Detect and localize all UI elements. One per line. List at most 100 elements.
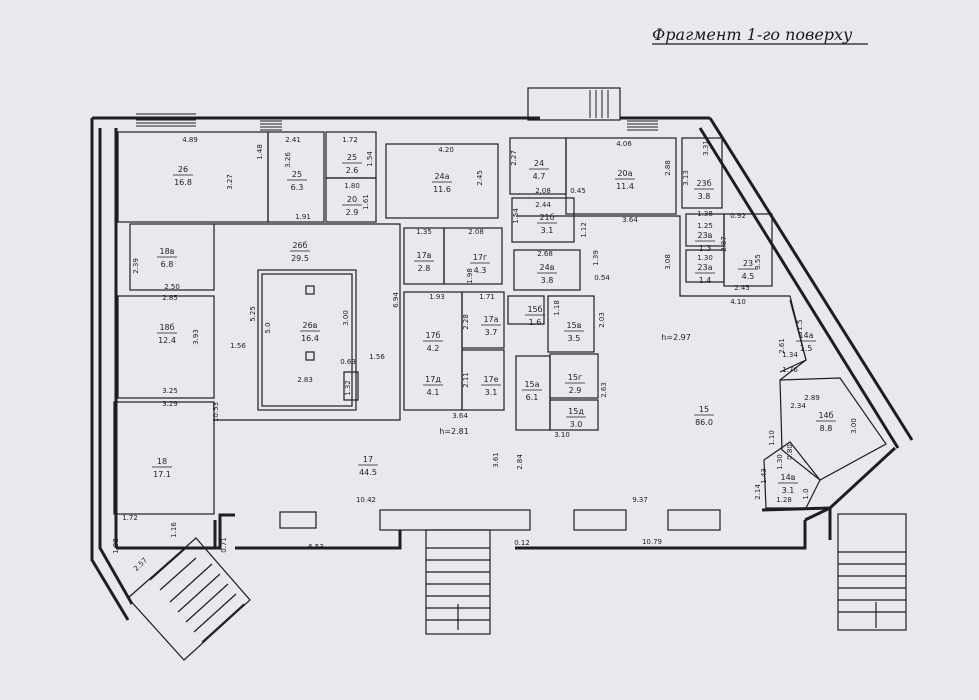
dimension-label: 2.11 xyxy=(462,372,470,388)
room-area: 16.4 xyxy=(301,334,319,343)
dimension-label: 1.12 xyxy=(580,222,588,238)
dimension-label: 1.35 xyxy=(416,228,432,236)
room-number: 24а xyxy=(434,172,449,181)
dimension-label: 2.61 xyxy=(778,338,786,354)
dimension-label: 3.10 xyxy=(554,431,570,439)
dimension-label: 1.28 xyxy=(776,496,792,504)
room-area: 3.1 xyxy=(485,388,498,397)
dimension-label: 3.26 xyxy=(284,152,292,168)
dimension-label: 10.79 xyxy=(642,538,662,546)
dimension-label: 6.53 xyxy=(308,543,324,551)
room-number: 15д xyxy=(568,407,584,416)
room-area: 2.9 xyxy=(569,386,582,395)
room-area: 3.1 xyxy=(782,486,795,495)
dimension-label: 10.53 xyxy=(212,402,220,422)
dimension-label: 1.56 xyxy=(230,342,246,350)
dimension-label: 2.08 xyxy=(535,187,551,195)
dimension-label: 3.08 xyxy=(664,254,672,270)
dimension-label: 3.00 xyxy=(850,418,858,434)
dimension-label: 3.13 xyxy=(682,170,690,186)
dimension-label: 3.25 xyxy=(162,387,178,395)
dimension-label: 4.10 xyxy=(730,298,746,306)
room-number: 18в xyxy=(160,247,175,256)
dimension-label: 1.72 xyxy=(342,136,358,144)
room-number: 15б xyxy=(527,305,542,314)
room-area: 6.3 xyxy=(291,183,304,192)
dimension-label: 3.00 xyxy=(342,310,350,326)
room-area: 29.5 xyxy=(291,254,309,263)
dimension-label: 2.27 xyxy=(510,150,518,166)
room-number: 24в xyxy=(540,263,555,272)
dimension-label: 3.64 xyxy=(452,412,468,420)
dimension-label: 1.54 xyxy=(366,151,374,167)
room-number: 15в xyxy=(567,321,582,330)
room-area: 4.3 xyxy=(474,266,487,275)
room-number: 17е xyxy=(483,375,498,384)
room-number: 26б xyxy=(292,241,307,250)
dimension-label: 1.43 xyxy=(760,468,768,484)
dimension-label: 1.38 xyxy=(697,210,713,218)
dimension-label: 2.39 xyxy=(132,258,140,274)
dimension-label: 1.91 xyxy=(295,213,311,221)
dimension-label: 5.0 xyxy=(264,322,272,333)
room-number: 23а xyxy=(697,263,712,272)
dimension-label: 0.92 xyxy=(730,212,746,220)
dimension-label: 1.10 xyxy=(768,430,776,446)
dimension-label: 3.64 xyxy=(622,216,638,224)
room-number: 17в xyxy=(417,251,432,260)
room-area: 86.0 xyxy=(695,418,713,427)
dimension-label: 1.93 xyxy=(429,293,445,301)
dimension-label: 4.06 xyxy=(616,140,632,148)
dimension-label: 1.38 xyxy=(112,538,120,554)
room-number: 15г xyxy=(568,373,582,382)
room-number: 14в xyxy=(781,473,796,482)
dimension-label: 2.87 xyxy=(720,236,728,252)
room-number: 17б xyxy=(425,331,440,340)
dimension-label: 1.34 xyxy=(782,351,798,359)
room-number: 14а xyxy=(798,331,813,340)
dimension-label: 1.80 xyxy=(344,182,360,190)
dimension-label: 3.93 xyxy=(192,329,200,345)
room-area: 3.8 xyxy=(698,192,711,201)
room-area: 11.4 xyxy=(616,182,634,191)
dimension-label: 1.72 xyxy=(122,514,138,522)
dimension-label: 9.37 xyxy=(632,496,648,504)
dimension-label: 1.30 xyxy=(697,254,713,262)
room-area: 11.6 xyxy=(433,185,451,194)
dimension-label: 0.12 xyxy=(514,539,530,547)
dimension-label: 3.61 xyxy=(492,452,500,468)
room-area: 4.5 xyxy=(742,272,755,281)
room-area: 1.5 xyxy=(800,344,813,353)
dimension-label: 2.41 xyxy=(285,136,301,144)
dimension-label: 1.0 xyxy=(802,488,810,499)
room-area: 1.3 xyxy=(699,244,712,253)
dimension-label: 2.08 xyxy=(468,228,484,236)
dimension-label: 2.63 xyxy=(600,382,608,398)
dimension-label: 3.27 xyxy=(226,174,234,190)
dimension-label: 1.18 xyxy=(553,300,561,316)
room-number: 17д xyxy=(425,375,441,384)
room-number: 17г xyxy=(473,253,487,262)
dimension-label: 3.31 xyxy=(702,140,710,156)
room-number: 23 xyxy=(743,259,753,268)
dimension-label: 2.84 xyxy=(516,454,524,470)
room-number: 23в xyxy=(698,231,713,240)
dimension-label: 2.45 xyxy=(476,170,484,186)
room-number: 25 xyxy=(347,153,357,162)
dimension-label: 2.34 xyxy=(790,402,806,410)
dimension-label: 0.80 xyxy=(786,444,794,460)
plan-title: Фрагмент 1-го поверху xyxy=(652,25,853,44)
dimension-label: 1.61 xyxy=(362,194,370,210)
dimension-label: 2.85 xyxy=(162,294,178,302)
dimension-label: 0.71 xyxy=(220,537,228,553)
dimension-label: 0.54 xyxy=(594,274,610,282)
dimension-label: 1.76 xyxy=(782,366,798,374)
room-number: 14б xyxy=(818,411,833,420)
dimension-label: 2.50 xyxy=(164,283,180,291)
dimension-label: 0.63 xyxy=(340,358,356,366)
dimension-label: 1.16 xyxy=(170,522,178,538)
dimension-label: 2.45 xyxy=(734,284,750,292)
dimension-label: 2.68 xyxy=(537,250,553,258)
room-number: 26в xyxy=(303,321,318,330)
room-area: 12.4 xyxy=(158,336,176,345)
